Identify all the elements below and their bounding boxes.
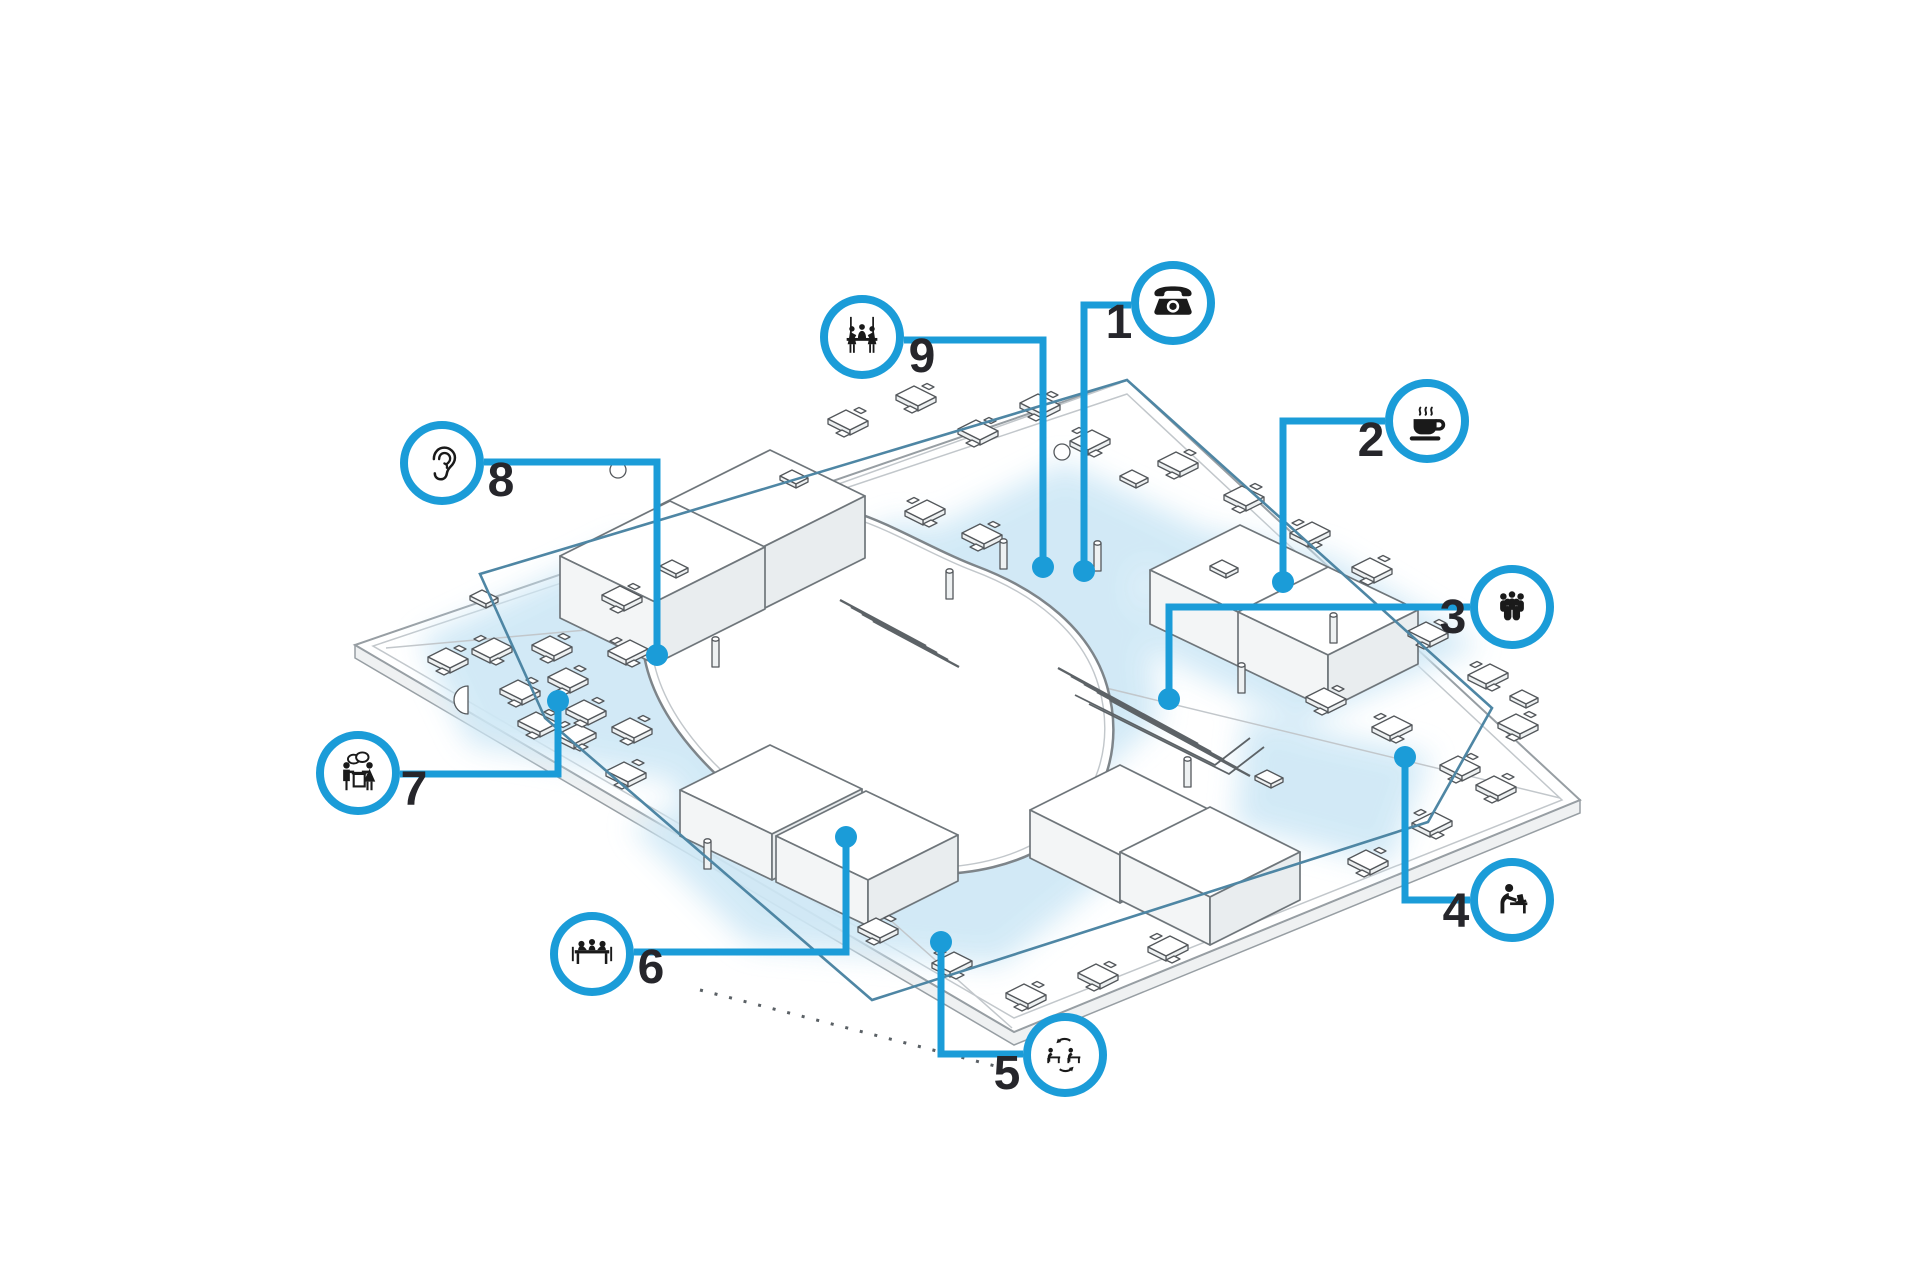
workstations [427,382,1539,1012]
callout-3-number: 3 [1439,591,1467,644]
telephone-icon [1154,286,1192,315]
callout-5-number: 5 [993,1047,1021,1100]
upper-staircase [839,598,960,669]
callout-dot-2 [1272,571,1294,593]
callout-9-badge [820,295,904,379]
main-staircase [1057,666,1265,778]
callout-line-9 [904,336,1047,567]
central-atrium [640,501,1265,1068]
callout-2-number: 2 [1357,414,1385,467]
callout-5-badge [1023,1013,1107,1097]
callout-9-number: 9 [908,330,936,383]
callout-dot-3 [1158,688,1180,710]
meeting-rooms-bottom-left [679,744,959,927]
balustrade-posts [699,988,996,1068]
callout-3-badge [1470,565,1554,649]
ear-icon [432,446,457,481]
callout-line-5 [937,942,1023,1058]
callout-dot-4 [1394,746,1416,768]
person-working-at-desk-icon [1500,883,1528,914]
callout-2-badge [1385,379,1469,463]
callout-8-number: 8 [487,454,515,507]
callout-7-badge [316,731,400,815]
callout-dot-6 [835,826,857,848]
callout-7-number: 7 [400,763,428,816]
callout-dot-9 [1032,556,1054,578]
standing-conversation-icon [343,751,376,791]
callout-dot-8 [646,644,668,666]
callout-1-number: 1 [1105,296,1133,349]
callout-dot-1 [1073,560,1095,582]
callout-line-6 [634,837,850,956]
callout-dot-7 [547,690,569,712]
callout-line-7 [400,701,562,778]
coffee-cup-icon [1409,406,1446,441]
callout-1-badge [1131,261,1215,345]
desk-rotation-icon [1047,1037,1081,1073]
callout-6-badge [550,912,634,996]
callout-4-badge [1470,858,1554,942]
callout-6-number: 6 [637,941,665,994]
callout-8-badge [400,421,484,505]
meeting-rooms-bottom-center [1029,764,1301,946]
callout-dot-5 [930,931,952,953]
callout-connectors [400,301,1470,1058]
callout-line-8 [484,458,661,655]
callout-4-number: 4 [1442,885,1470,938]
round-sofa [453,685,469,715]
group-of-people-icon [1500,591,1524,621]
callout-line-3 [1165,603,1470,699]
meeting-table-icon [571,938,613,964]
suspended-table-icon [846,316,878,353]
callout-line-2 [1279,417,1385,582]
callout-line-4 [1401,757,1470,904]
callout-line-1 [1080,301,1131,571]
zone-boundary-outline [478,378,1494,1002]
